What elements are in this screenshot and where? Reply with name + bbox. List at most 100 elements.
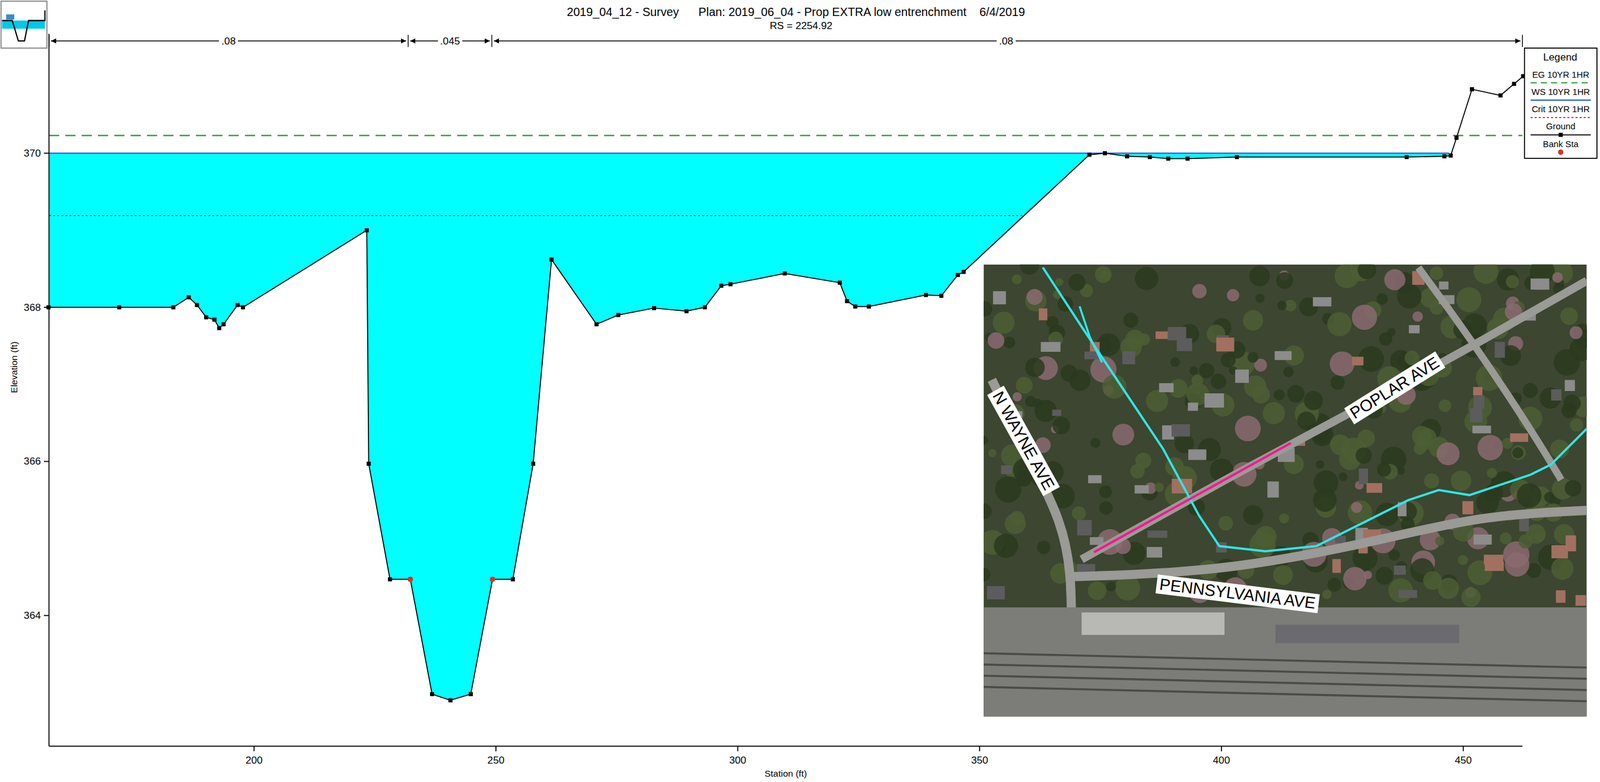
- tree-canopy: [1273, 564, 1294, 585]
- tree-canopy: [1303, 390, 1323, 410]
- ground-point: [782, 271, 787, 276]
- tree-canopy: [1069, 369, 1091, 391]
- ground-point: [923, 293, 928, 298]
- tree-canopy: [1015, 376, 1033, 394]
- tree-canopy: [1134, 266, 1159, 291]
- legend-sample-ground-marker: [1558, 132, 1563, 138]
- tree-canopy: [1226, 288, 1240, 302]
- tree-canopy: [1210, 373, 1227, 390]
- tree-canopy: [1105, 581, 1116, 592]
- tree-canopy: [983, 567, 991, 582]
- ground-point: [684, 309, 689, 314]
- tree-canopy: [1477, 434, 1503, 461]
- tree-canopy: [1473, 264, 1499, 285]
- x-tick-label: 400: [1213, 754, 1231, 766]
- tree-canopy: [1561, 402, 1577, 419]
- tree-canopy: [1072, 506, 1087, 521]
- ground-point: [594, 322, 599, 327]
- tree-canopy: [1123, 312, 1139, 328]
- house-roof: [1462, 501, 1474, 515]
- tree-canopy: [1499, 532, 1512, 545]
- tree-canopy: [987, 332, 1005, 349]
- mannings-n-bar: [49, 35, 1523, 48]
- tree-canopy: [1350, 501, 1363, 514]
- house-roof: [1556, 590, 1566, 603]
- house-roof: [1134, 485, 1150, 494]
- ground-line: [48, 75, 1524, 701]
- house-roof: [1159, 383, 1174, 393]
- tree-canopy: [994, 476, 1021, 503]
- house-roof: [1000, 465, 1013, 475]
- house-roof: [1470, 408, 1483, 423]
- house-roof: [1359, 468, 1369, 485]
- house-roof: [1398, 589, 1418, 598]
- tree-canopy: [1135, 452, 1152, 469]
- tree-canopy: [1099, 485, 1112, 498]
- x-tick-label: 300: [729, 754, 747, 766]
- bank-station: [490, 576, 496, 582]
- aerial-photo: [983, 264, 1587, 717]
- house-roof: [1366, 482, 1382, 493]
- x-tick: [253, 746, 255, 752]
- legend-sample-ws: [1530, 99, 1591, 101]
- rail-track: [983, 675, 1587, 690]
- x-axis-title: Station (ft): [764, 768, 807, 779]
- legend-box: [1524, 48, 1598, 159]
- tree-canopy: [1009, 510, 1025, 526]
- tree-canopy: [1279, 513, 1290, 524]
- tree-canopy: [1327, 577, 1342, 592]
- house-roof: [1473, 386, 1483, 396]
- tree-canopy: [1486, 468, 1497, 479]
- tree-canopy: [1376, 293, 1388, 305]
- house-roof: [1575, 595, 1587, 606]
- ground-point: [837, 280, 842, 285]
- tree-canopy: [1242, 504, 1264, 526]
- house-roof: [1267, 481, 1279, 498]
- house-roof: [1122, 351, 1136, 365]
- station-roof: [1081, 612, 1225, 635]
- tree-canopy: [1551, 272, 1563, 283]
- legend-sample-crit: [1530, 116, 1591, 119]
- tree-canopy: [1255, 293, 1265, 303]
- tree-canopy: [1019, 264, 1040, 275]
- x-tick: [1462, 746, 1465, 752]
- tree-canopy: [1412, 311, 1424, 323]
- tree-canopy: [1330, 375, 1345, 390]
- tree-canopy: [1218, 515, 1234, 531]
- legend-entry: Crit 10YR 1HR: [1531, 104, 1590, 114]
- y-tick-label: 364: [23, 609, 41, 622]
- mannings-n: .045: [437, 35, 463, 47]
- river-station: RS = 2254.92: [769, 20, 833, 32]
- tree-canopy: [1088, 581, 1107, 600]
- tree-canopy: [1052, 417, 1070, 435]
- tree-canopy: [1026, 288, 1043, 305]
- chart-title: 2019_04_12 - Survey Plan: 2019_06_04 - P…: [566, 5, 1025, 19]
- tree-canopy: [1099, 501, 1113, 515]
- tree-canopy: [1249, 265, 1270, 286]
- ground-point: [549, 257, 554, 262]
- n-bar-arrow: [401, 38, 407, 44]
- house-roof: [1147, 530, 1167, 538]
- house-roof: [1204, 393, 1224, 408]
- legend-frame: [1524, 48, 1598, 159]
- y-tick-label: 368: [23, 301, 41, 313]
- tree-canopy: [1518, 533, 1533, 549]
- ground-point: [1512, 81, 1517, 87]
- n-bar-arrow: [493, 38, 499, 44]
- tree-canopy: [1090, 437, 1101, 448]
- tree-canopy: [1327, 312, 1352, 337]
- tree-canopy: [1560, 307, 1579, 326]
- tree-canopy: [1511, 445, 1526, 461]
- tree-canopy: [992, 311, 1015, 334]
- n-bar-arrow: [1515, 38, 1521, 44]
- ground-point: [387, 577, 393, 582]
- tree-canopy: [1297, 411, 1316, 431]
- tree-canopy: [1192, 283, 1207, 298]
- tree-canopy: [1438, 399, 1452, 412]
- tree-canopy: [1429, 266, 1444, 281]
- tree-canopy: [1375, 567, 1394, 585]
- tree-canopy: [1522, 382, 1538, 398]
- x-tick-label: 250: [487, 754, 505, 766]
